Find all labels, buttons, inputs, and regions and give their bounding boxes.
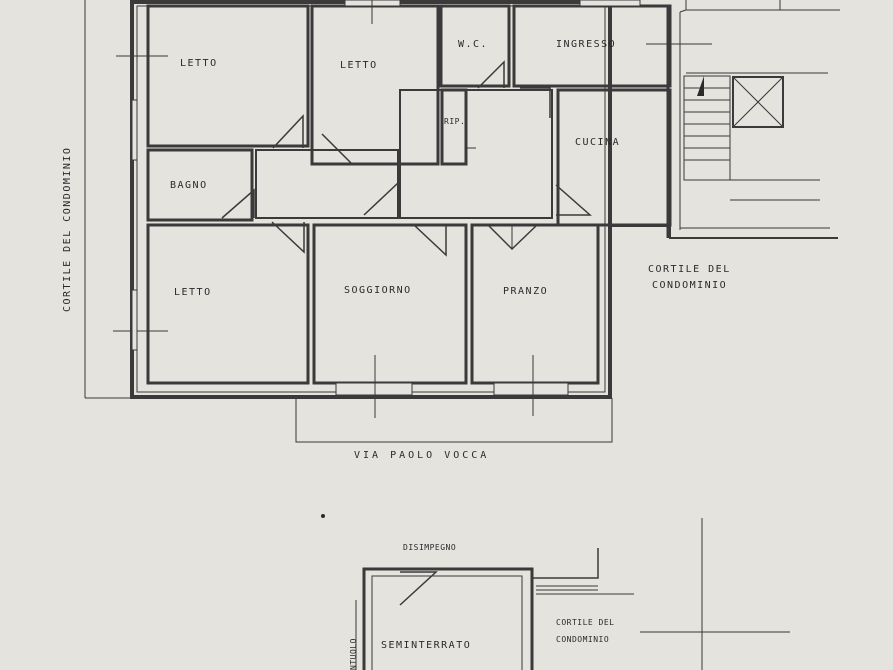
label-seminterrato: SEMINTERRATO [381,640,471,651]
label-soggiorno: SOGGIORNO [344,285,412,296]
label-rip: RIP. [444,117,465,126]
label-cortile-right-1: CORTILE DEL [648,264,731,275]
room-bagno [146,148,254,222]
room-letto-bottom-left [146,223,310,385]
staircase [683,75,731,181]
label-cortile-left: CORTILE DEL CONDOMINIO [62,147,73,312]
label-disimpegno: DISIMPEGNO [403,543,456,552]
elevator-shaft [732,76,784,128]
label-street: VIA PAOLO VOCCA [354,450,489,461]
label-letto-top-left: LETTO [180,58,218,69]
label-cortile-bottom-1: CORTILE DEL [556,618,614,627]
main-apartment [84,0,840,443]
basement-plan [321,514,790,670]
label-letto-top-center: LETTO [340,60,378,71]
label-wc: W.C. [458,39,488,50]
label-sgabuzzino-partial: NTUOLO [349,638,358,670]
label-bagno: BAGNO [170,180,208,191]
label-cucina: CUCINA [575,137,620,148]
room-seminterrato [362,567,534,670]
room-labels: LETTO LETTO W.C. INGRESSO RIP. CUCINA BA… [62,39,731,670]
room-letto-top-left [146,4,310,148]
room-wc [439,4,511,88]
label-letto-bottom-left: LETTO [174,287,212,298]
hall [399,89,553,219]
label-cortile-bottom-2: CONDOMINIO [556,635,609,644]
label-cortile-right-2: CONDOMINIO [652,280,727,291]
label-pranzo: PRANZO [503,286,548,297]
label-ingresso: INGRESSO [556,39,616,50]
